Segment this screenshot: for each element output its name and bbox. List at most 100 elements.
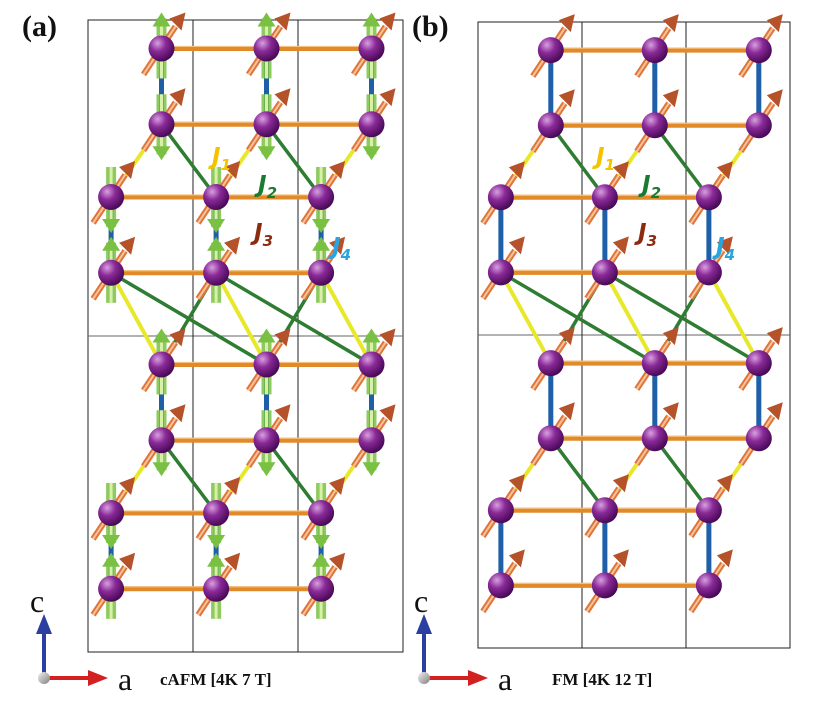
atom	[591, 497, 618, 524]
atom	[591, 572, 618, 599]
spin-c-arrowhead	[257, 328, 276, 343]
spin-c-arrowhead	[362, 328, 381, 343]
spin-arrowhead	[662, 402, 679, 421]
atom	[641, 37, 668, 64]
spin-arrowhead	[716, 161, 733, 180]
spin-arrowhead	[119, 160, 136, 179]
panel-a	[87, 12, 404, 653]
spin-arrowhead	[169, 12, 186, 31]
atom	[253, 35, 280, 62]
atom	[253, 427, 280, 454]
j2-label-b: J2	[638, 172, 661, 202]
atom	[641, 425, 668, 452]
spin-arrowhead	[379, 404, 396, 423]
spin-arrowhead	[119, 476, 136, 495]
atom	[537, 350, 564, 377]
spin-arrowhead	[224, 552, 241, 571]
spin-arrowhead	[379, 88, 396, 107]
spin-arrowhead	[766, 89, 783, 108]
atom	[745, 112, 772, 139]
bond-j2	[603, 270, 760, 365]
atoms	[90, 12, 396, 619]
spin-arrowhead	[329, 160, 346, 179]
c-axis-label-b: c	[414, 583, 428, 619]
spin-arrowhead	[329, 476, 346, 495]
atom	[537, 112, 564, 139]
spin-c-arrowhead	[312, 552, 331, 567]
spin-arrowhead	[662, 14, 679, 33]
caption-a: cAFM [4K 7 T]	[160, 670, 272, 689]
spin-c-arrowhead	[362, 146, 381, 161]
spin-arrowhead	[329, 236, 346, 255]
spin-arrowhead	[274, 88, 291, 107]
panel-b	[477, 14, 791, 649]
spin-arrowhead	[508, 161, 525, 180]
a-axis-arrowhead-a	[88, 670, 108, 686]
bond-j1	[109, 271, 164, 366]
bond-j1	[214, 271, 269, 366]
spin-c-arrowhead	[152, 12, 171, 27]
atom	[695, 572, 722, 599]
spin-arrowhead	[274, 12, 291, 31]
spin-arrowhead	[224, 476, 241, 495]
j4-label-a: J4	[328, 234, 351, 264]
bond-j2	[265, 123, 323, 199]
spin-arrowhead	[274, 328, 291, 347]
bond-j2	[549, 124, 607, 199]
atom	[358, 35, 385, 62]
spin-arrowhead	[716, 549, 733, 568]
spin-c-arrowhead	[362, 12, 381, 27]
j1-label-b: J1	[592, 144, 615, 174]
atom	[745, 425, 772, 452]
j3-label-a: J3	[250, 220, 273, 250]
atom	[148, 427, 175, 454]
bond-j2	[549, 437, 607, 512]
spin-c-arrowhead	[152, 462, 171, 477]
axis-indicator-a: c a	[30, 583, 132, 697]
bond-j2	[653, 437, 711, 512]
atom	[203, 259, 230, 286]
spin-c-arrowhead	[257, 146, 276, 161]
bond-j2	[160, 123, 218, 199]
bond-j1	[319, 271, 374, 366]
spin-c-arrowhead	[207, 218, 226, 233]
c-axis-arrowhead-b	[416, 614, 432, 634]
spin-c-arrowhead	[312, 236, 331, 251]
spin-c-arrowhead	[312, 218, 331, 233]
bond-j1	[603, 271, 657, 365]
spin-arrowhead	[558, 402, 575, 421]
spin-arrowhead	[558, 327, 575, 346]
j2-label-a: J2	[254, 172, 277, 202]
spin-arrowhead	[508, 474, 525, 493]
spin-c-arrowhead	[102, 236, 121, 251]
atom	[148, 111, 175, 138]
atom	[487, 259, 514, 286]
atom	[641, 350, 668, 377]
c-axis-arrowhead-a	[36, 614, 52, 634]
atom	[358, 351, 385, 378]
spin-arrowhead	[662, 327, 679, 346]
atom	[591, 259, 618, 286]
c-axis-label-a: c	[30, 583, 44, 619]
atom	[537, 425, 564, 452]
a-axis-label-a: a	[118, 661, 132, 697]
spin-arrowhead	[224, 160, 241, 179]
spin-arrowhead	[379, 328, 396, 347]
spin-arrowhead	[169, 404, 186, 423]
spin-arrowhead	[379, 12, 396, 31]
a-axis-label-b: a	[498, 661, 512, 697]
atom	[308, 499, 335, 526]
atom	[358, 111, 385, 138]
j3-label-b: J3	[634, 220, 657, 250]
atom	[487, 497, 514, 524]
spin-arrowhead	[612, 549, 629, 568]
atom	[308, 575, 335, 602]
caption-b: FM [4K 12 T]	[552, 670, 652, 689]
spin-c-arrowhead	[207, 534, 226, 549]
atom	[98, 259, 125, 286]
atom	[487, 184, 514, 211]
atom	[203, 183, 230, 210]
bond-j2	[110, 271, 268, 366]
atom	[203, 575, 230, 602]
